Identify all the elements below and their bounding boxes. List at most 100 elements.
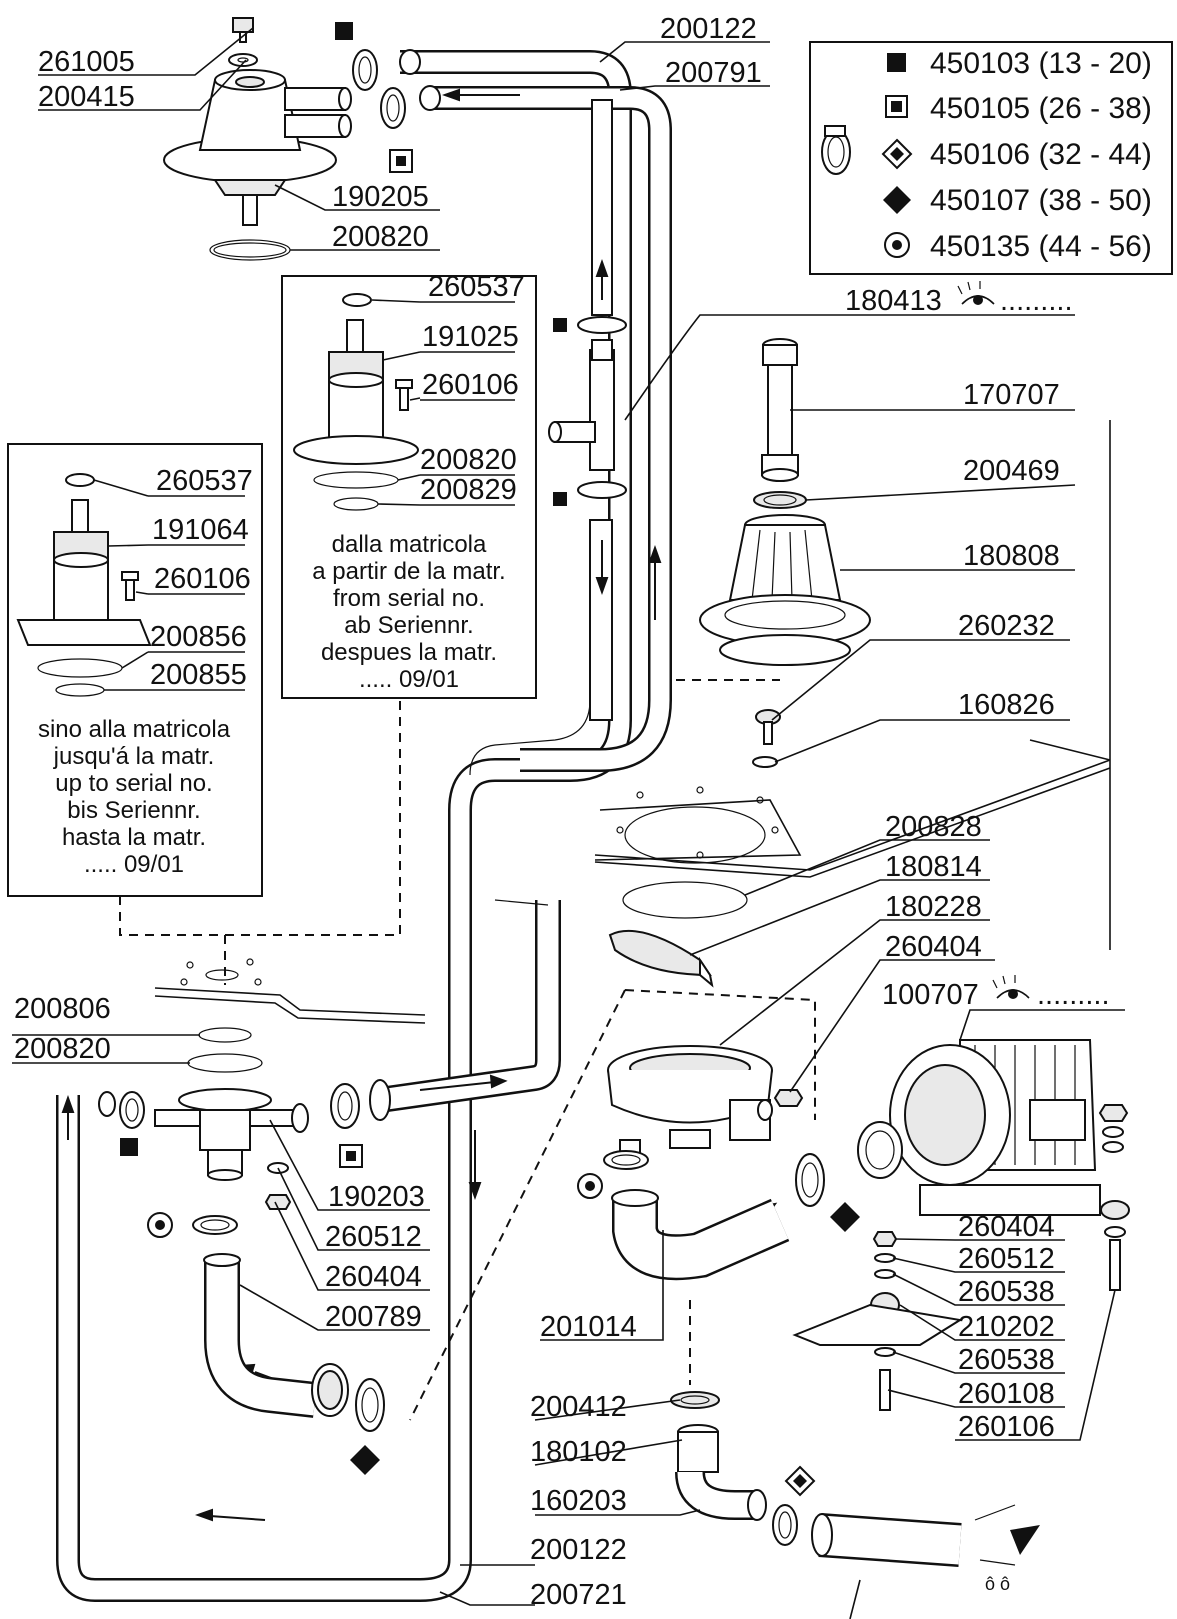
marker-circled-dot-icon <box>577 1173 603 1199</box>
label-180102: 180102 <box>530 1436 627 1468</box>
label-180814: 180814 <box>885 851 982 883</box>
marker-filled-square-icon <box>335 22 353 40</box>
label-180808: 180808 <box>963 540 1060 572</box>
hose-vertical-upper <box>469 99 613 776</box>
inset-new-version: 260537 191025 260106 200820 200829 dalla… <box>281 271 537 699</box>
legend-item-2: 450105 (26 - 38) <box>930 92 1152 125</box>
label-210202: 210202 <box>958 1311 1055 1343</box>
label-260537-new: 260537 <box>428 271 525 303</box>
pump-motor-100707 <box>857 1039 1129 1216</box>
valve-190205 <box>163 17 352 261</box>
washer-200415-icon <box>228 53 258 67</box>
label-260106-new: 260106 <box>422 369 519 401</box>
label-200469: 200469 <box>963 455 1060 487</box>
label-170707: 170707 <box>963 379 1060 411</box>
tub-floor-right <box>594 420 1111 950</box>
label-200721: 200721 <box>530 1579 627 1611</box>
label-200412: 200412 <box>530 1391 627 1423</box>
label-100707-dots: ......... <box>1037 979 1110 1011</box>
label-200806: 200806 <box>14 993 111 1025</box>
legend-boxed-diamond-icon <box>881 138 913 170</box>
leader-lines <box>12 27 1125 1619</box>
inset-new-note-1: dalla matricola <box>332 531 487 558</box>
seal-200412-icon <box>670 1391 720 1409</box>
legend-filled-diamond-icon <box>883 186 911 214</box>
label-200828: 200828 <box>885 811 982 843</box>
label-200855: 200855 <box>150 659 247 691</box>
nut-260404-icon <box>773 1089 804 1107</box>
inset-new-note-5: despues la matr. <box>321 639 497 666</box>
flow-arrows <box>61 88 778 1522</box>
marker-boxed-diamond-icon <box>784 1465 816 1497</box>
legend-item-4: 450107 (38 - 50) <box>930 184 1152 217</box>
label-200829: 200829 <box>420 474 517 506</box>
motor-mount-parts <box>792 1200 1130 1411</box>
label-200789: 200789 <box>325 1301 422 1333</box>
eye-icon <box>992 975 1030 999</box>
label-190203: 190203 <box>328 1181 425 1213</box>
legend-item-5: 450135 (44 - 56) <box>930 230 1152 263</box>
marker-filled-diamond-icon <box>830 1202 860 1232</box>
inset-old-note-5: hasta la matr. <box>62 824 206 851</box>
label-260538-a: 260538 <box>958 1276 1055 1308</box>
marker-filled-square-icon <box>553 318 567 332</box>
label-200820-new: 200820 <box>420 444 517 476</box>
label-190205: 190205 <box>332 181 429 213</box>
label-160826: 160826 <box>958 689 1055 721</box>
washer-160826-icon <box>752 756 778 768</box>
overflow-pipe-170707 <box>753 338 807 509</box>
label-260512-motor: 260512 <box>958 1243 1055 1275</box>
legend-clamp-icon <box>821 125 851 175</box>
eye-icon <box>957 281 995 305</box>
legend-boxed-square-icon <box>885 95 908 118</box>
label-191025: 191025 <box>422 321 519 353</box>
label-260404-sump: 260404 <box>885 931 982 963</box>
label-200820-left: 200820 <box>14 1033 111 1065</box>
hose-201014 <box>577 1150 860 1281</box>
water-drops-icon: ô ô <box>985 1574 1010 1594</box>
o-ring-200820-icon <box>187 1053 263 1073</box>
valve-190203 <box>154 1027 309 1210</box>
o-ring-200806-icon <box>198 1027 252 1043</box>
grid-180814 <box>608 929 714 988</box>
label-260106-old: 260106 <box>154 563 251 595</box>
label-180228: 180228 <box>885 891 982 923</box>
hose-to-pump <box>369 899 561 1121</box>
label-260512-valve: 260512 <box>325 1221 422 1253</box>
clamps-top <box>335 22 441 173</box>
inset-old-note-4: bis Seriennr. <box>67 797 200 824</box>
inset-new-note-6: ..... 09/01 <box>359 666 459 693</box>
label-201014: 201014 <box>540 1311 637 1343</box>
label-100707: 100707 <box>882 979 979 1011</box>
label-180413-dots: ......... <box>1000 285 1073 317</box>
label-261005: 261005 <box>38 46 135 78</box>
label-260404-motor: 260404 <box>958 1211 1055 1243</box>
sump-180228 <box>607 1045 804 1161</box>
label-160203: 160203 <box>530 1485 627 1517</box>
label-260108: 260108 <box>958 1378 1055 1410</box>
inset-reference-dashes <box>119 700 401 936</box>
drain-outlet: ô ô <box>670 1391 1040 1594</box>
legend-filled-square-icon <box>887 53 906 72</box>
label-191064: 191064 <box>152 514 249 546</box>
inset-old-note-3: up to serial no. <box>55 770 212 797</box>
marker-filled-diamond-icon <box>350 1445 380 1475</box>
nut-260404-icon <box>264 1194 292 1210</box>
part-labels: 261005 200415 190205 200820 200122 20079… <box>14 13 1110 1611</box>
marker-filled-square-icon <box>120 1138 138 1156</box>
label-260538-b: 260538 <box>958 1344 1055 1376</box>
label-200122-top: 200122 <box>660 13 757 45</box>
label-200415: 200415 <box>38 81 135 113</box>
hose-200791 <box>430 86 672 772</box>
label-260537-old: 260537 <box>156 465 253 497</box>
t-piece <box>548 316 627 506</box>
legend-item-3: 450106 (32 - 44) <box>930 138 1152 171</box>
label-200820-top: 200820 <box>332 221 429 253</box>
inset-old-note-2: jusqu'á la matr. <box>53 743 215 770</box>
clamps-left <box>98 1083 363 1238</box>
clamp-legend: 450103 (13 - 20) 450105 (26 - 38) 450106… <box>809 41 1173 275</box>
label-260404-valve: 260404 <box>325 1261 422 1293</box>
inset-new-note-2: a partir de la matr. <box>312 558 505 585</box>
screw-260232 <box>752 709 781 768</box>
